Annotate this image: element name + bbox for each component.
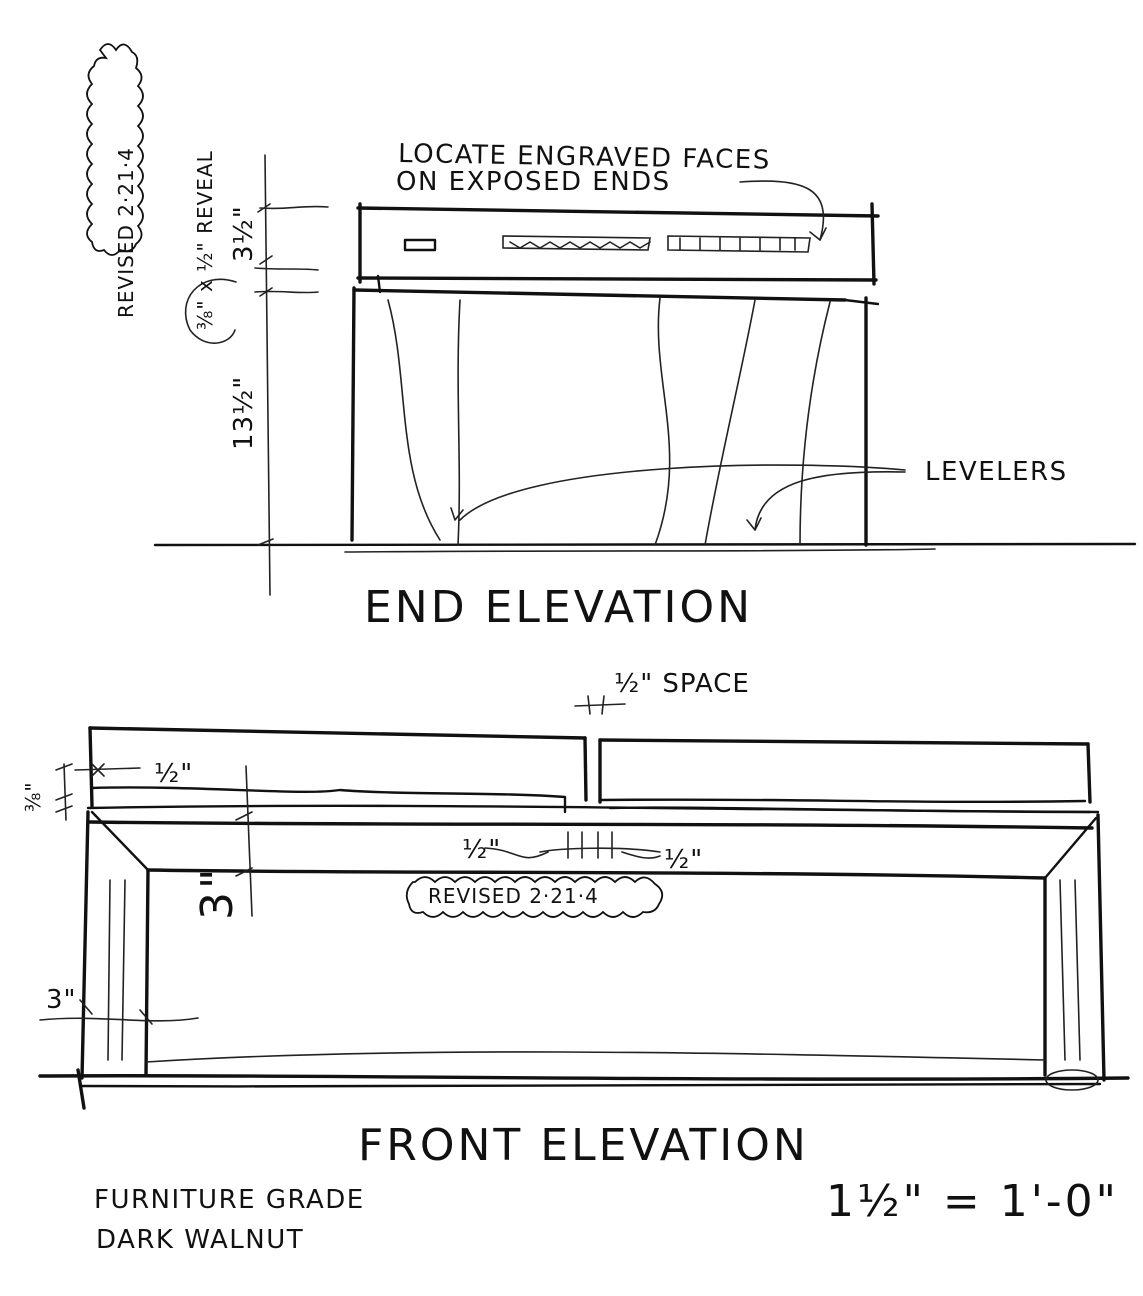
end-revision-cloud-text: REVISED 2·21·4 <box>114 147 138 318</box>
dim-leg: 3" <box>46 985 77 1015</box>
end-elevation-note-line2: ON EXPOSED ENDS <box>396 167 671 197</box>
end-elevation-note-line1: LOCATE ENGRAVED FACES <box>398 139 771 175</box>
dim-side: ⅜" <box>21 781 45 812</box>
front-revision-cloud-text: REVISED 2·21·4 <box>428 884 599 908</box>
material-line2: DARK WALNUT <box>96 1225 304 1255</box>
scale-note: 1½" = 1'-0" <box>826 1176 1119 1227</box>
front-elevation-drawing <box>38 695 1130 1110</box>
dim-half-mid-left: ½" <box>462 835 501 865</box>
dim-reveal: ⅜" x ½" REVEAL <box>193 150 217 330</box>
material-line1: FURNITURE GRADE <box>94 1185 365 1215</box>
levelers-label: LEVELERS <box>925 457 1068 487</box>
dim-apron: 3" <box>192 866 243 920</box>
dim-half-space: ½" SPACE <box>614 669 750 699</box>
end-elevation-drawing <box>86 43 1137 596</box>
dim-half-left: ½" <box>154 759 193 789</box>
dim-half-mid-right: ½" <box>664 845 703 875</box>
end-elevation-title: END ELEVATION <box>364 582 753 633</box>
front-elevation-title: FRONT ELEVATION <box>358 1120 809 1171</box>
dim-top-slab: 3½" <box>229 205 259 262</box>
dim-base-height: 13½" <box>229 376 259 450</box>
